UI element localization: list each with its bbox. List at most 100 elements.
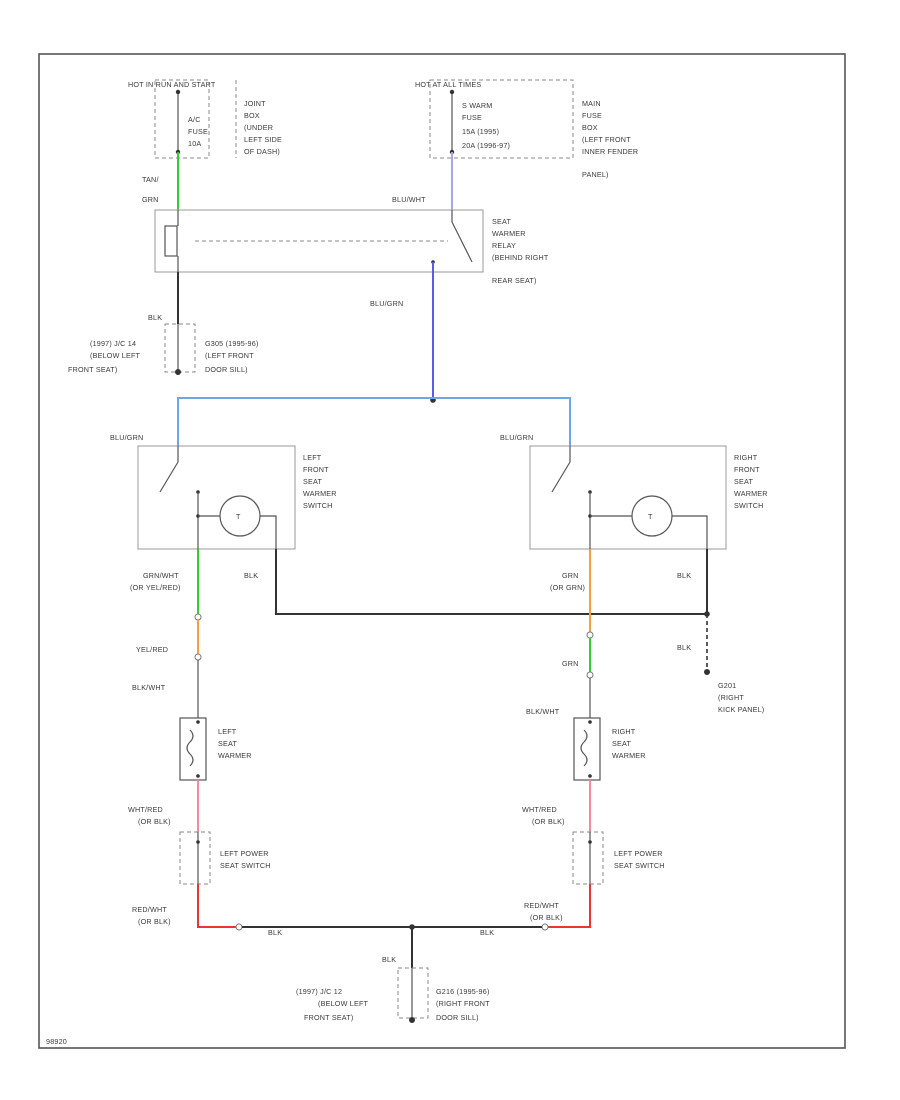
label-ac-fuse-1: A/C xyxy=(188,115,201,124)
label-left-switch-4: WARMER xyxy=(303,489,337,498)
label-ground-left-top-1: (1997) J/C 14 xyxy=(90,339,136,348)
label-wire-blk-right: BLK xyxy=(677,571,691,580)
label-wire-yel-red: YEL/RED xyxy=(136,645,168,654)
wire-red-wht-right xyxy=(548,884,591,928)
label-relay-2: WARMER xyxy=(492,229,526,238)
label-ac-fuse-2: FUSE xyxy=(188,127,208,136)
label-wire-blu-grn-right: BLU/GRN xyxy=(500,433,533,442)
label-wire-blk-g201: BLK xyxy=(677,643,691,652)
label-right-switch-4: WARMER xyxy=(734,489,768,498)
left-indicator-return xyxy=(260,515,277,549)
label-right-seat-warmer-1: RIGHT xyxy=(612,727,636,736)
label-wire-blk-bottom-ground: BLK xyxy=(382,955,396,964)
label-left-seat-warmer-1: LEFT xyxy=(218,727,237,736)
label-wire-grn-right-1: GRN xyxy=(562,571,579,580)
right-seat-warmer-element xyxy=(580,729,588,767)
right-seat-warmer-terminal-top xyxy=(588,720,592,724)
label-main-fuse-box-4: (LEFT FRONT xyxy=(582,135,631,144)
label-s-warm-fuse-4: 20A (1996-97) xyxy=(462,141,510,150)
label-g216-1: G216 (1995-96) xyxy=(436,987,490,996)
label-wire-red-wht-left-1: RED/WHT xyxy=(132,905,167,914)
label-right-switch-3: SEAT xyxy=(734,477,753,486)
ground-left-top-dot xyxy=(175,369,181,375)
wire-blu-grn-left xyxy=(177,397,433,446)
seat-warmer-relay-box xyxy=(154,209,484,273)
ground-bottom-outline xyxy=(397,967,429,1019)
joint-box-fuse-outline xyxy=(154,79,210,159)
right-seat-warmer-terminal-bottom xyxy=(588,774,592,778)
left-connector-lower xyxy=(194,653,202,661)
left-seat-warmer-terminal-top xyxy=(196,720,200,724)
label-relay-5: REAR SEAT) xyxy=(492,276,537,285)
left-power-seat-switch-terminal xyxy=(196,840,200,844)
label-left-switch-3: SEAT xyxy=(303,477,322,486)
label-right-switch-2: FRONT xyxy=(734,465,760,474)
diagram-frame xyxy=(38,53,846,1049)
label-hot-run-start: HOT IN RUN AND START xyxy=(128,80,216,89)
main-fuse-box-outline xyxy=(429,79,574,159)
label-ac-fuse-3: 10A xyxy=(188,139,201,148)
label-left-switch-2: FRONT xyxy=(303,465,329,474)
label-right-seat-warmer-3: WARMER xyxy=(612,751,646,760)
label-left-switch-1: LEFT xyxy=(303,453,322,462)
left-front-switch-box xyxy=(137,445,296,550)
label-right-switch-1: RIGHT xyxy=(734,453,758,462)
label-s-warm-fuse-3: 15A (1995) xyxy=(462,127,499,136)
label-joint-box-2: BOX xyxy=(244,111,260,120)
label-g201-2: (RIGHT xyxy=(718,693,744,702)
label-g201-3: KICK PANEL) xyxy=(718,705,764,714)
label-joint-box-1: JOINT xyxy=(244,99,266,108)
label-wire-yel-red-alt: (OR YEL/RED) xyxy=(130,583,181,592)
label-wire-grn: GRN xyxy=(142,195,159,204)
left-switch-contact xyxy=(159,461,179,493)
label-joint-box-3: (UNDER xyxy=(244,123,273,132)
label-wire-grn-wht: GRN/WHT xyxy=(143,571,179,580)
left-power-seat-switch-outline xyxy=(179,831,211,885)
label-ground-bottom-left-1: (1997) J/C 12 xyxy=(296,987,342,996)
label-wire-blk-wht-right: BLK/WHT xyxy=(526,707,560,716)
relay-coil-icon xyxy=(164,225,178,257)
label-wire-tan: TAN/ xyxy=(142,175,159,184)
label-relay-3: RELAY xyxy=(492,241,516,250)
label-left-switch-5: SWITCH xyxy=(303,501,333,510)
label-right-seat-warmer-2: SEAT xyxy=(612,739,631,748)
right-power-seat-switch-terminal xyxy=(588,840,592,844)
left-indicator-lamp-label: T xyxy=(236,512,241,521)
label-wire-grn: GRN xyxy=(562,659,579,668)
label-ground-bottom-left-2: (BELOW LEFT xyxy=(318,999,369,1008)
label-wire-red-wht-right-2: (OR BLK) xyxy=(530,913,563,922)
right-connector-lower xyxy=(586,671,594,679)
label-g305-3: DOOR SILL) xyxy=(205,365,248,374)
label-main-fuse-box-1: MAIN xyxy=(582,99,601,108)
label-s-warm-fuse-1: S WARM xyxy=(462,101,492,110)
label-left-seat-warmer-3: WARMER xyxy=(218,751,252,760)
label-wire-blu-grn: BLU/GRN xyxy=(370,299,403,308)
label-ground-left-top-2: (BELOW LEFT xyxy=(90,351,141,360)
label-main-fuse-box-3: BOX xyxy=(582,123,598,132)
label-wire-wht-red-right-2: (OR BLK) xyxy=(532,817,565,826)
label-wire-red-wht-right-1: RED/WHT xyxy=(524,901,559,910)
label-g305-1: G305 (1995-96) xyxy=(205,339,259,348)
wire-red-wht-left xyxy=(197,884,236,928)
label-wire-blk-left: BLK xyxy=(244,571,258,580)
label-joint-box-5: OF DASH) xyxy=(244,147,280,156)
s-warm-fuse-terminal-top xyxy=(449,89,455,95)
label-left-power-seat-1: LEFT POWER xyxy=(220,849,269,858)
label-wire-blu-grn-left: BLU/GRN xyxy=(110,433,143,442)
label-right-power-seat-2: SEAT SWITCH xyxy=(614,861,665,870)
left-connector-upper xyxy=(194,613,202,621)
right-front-switch-box xyxy=(529,445,727,550)
label-left-seat-warmer-2: SEAT xyxy=(218,739,237,748)
label-wire-grn-right-2: (OR GRN) xyxy=(550,583,585,592)
label-relay-4: (BEHIND RIGHT xyxy=(492,253,549,262)
figure-id: 98920 xyxy=(46,1037,67,1046)
label-right-switch-5: SWITCH xyxy=(734,501,764,510)
label-wire-blu-wht: BLU/WHT xyxy=(392,195,426,204)
ac-fuse-terminal-top xyxy=(175,89,181,95)
ground-bottom-dot xyxy=(409,1017,415,1023)
left-seat-warmer-element xyxy=(186,729,194,767)
label-wire-wht-red-right-1: WHT/RED xyxy=(522,805,557,814)
ground-g201-dot xyxy=(704,669,710,675)
label-left-power-seat-2: SEAT SWITCH xyxy=(220,861,271,870)
